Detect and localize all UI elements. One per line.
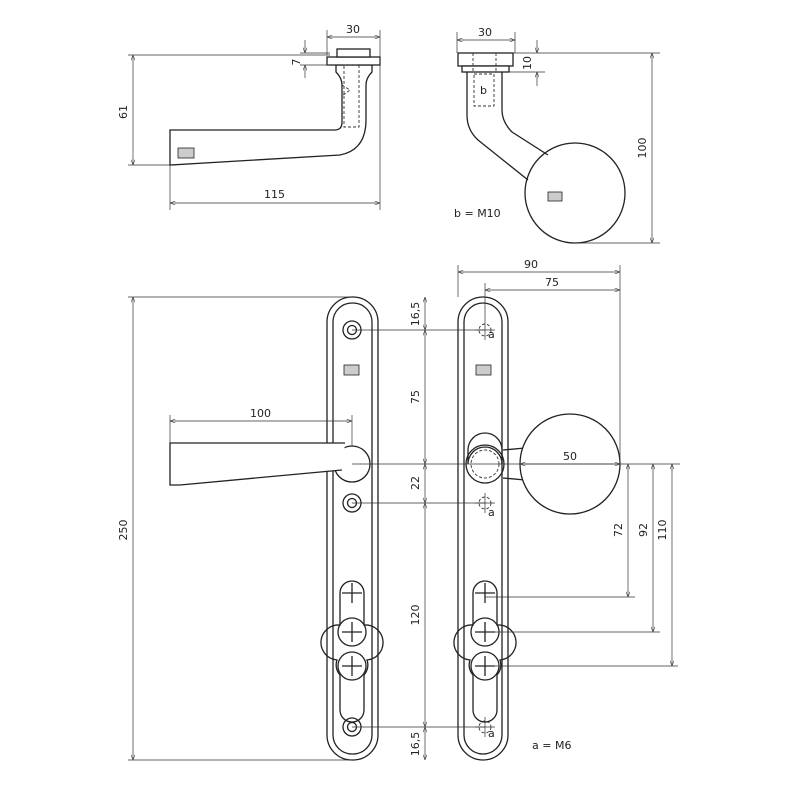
screw-marker-a: a	[488, 506, 495, 519]
dim-bottom-hole: 16,5	[409, 732, 422, 757]
dim-upper: 75	[409, 390, 422, 404]
dim-cylinder-3: 110	[656, 520, 669, 541]
lever-handle	[169, 442, 345, 486]
screw-marker-a: a	[488, 727, 495, 740]
screw-note: a = M6	[532, 739, 571, 752]
dim-knob-rosette: 10	[521, 56, 534, 70]
dim-knob-width: 30	[478, 26, 492, 39]
plate-view: a a a 250 100 16,5 75 22 120 16,5 90 75 …	[117, 258, 680, 761]
dim-knob-diameter: 50	[563, 450, 577, 463]
screw-marker-a: a	[488, 328, 495, 341]
dim-knob-height: 100	[636, 138, 649, 159]
dim-lever-height: 61	[117, 105, 130, 119]
dim-lever-rosette: 7	[290, 59, 303, 66]
brand-logo-icon	[475, 364, 492, 376]
dim-lever-length: 115	[264, 188, 285, 201]
dim-lever-length-plate: 100	[250, 407, 271, 420]
brand-logo-icon	[177, 147, 195, 159]
lever-side-view: 30 7 61 115	[117, 23, 381, 210]
dim-top-hole: 16,5	[409, 302, 422, 327]
dim-total-height: 250	[117, 520, 130, 541]
dim-spindle-screw: 22	[409, 476, 422, 490]
knob-plate	[457, 296, 509, 761]
thread-marker-b: b	[480, 84, 487, 97]
brand-logo-icon	[547, 191, 563, 202]
dim-knob-inner: 75	[545, 276, 559, 289]
dim-cylinder-2: 92	[637, 523, 650, 537]
dim-lower: 120	[409, 605, 422, 626]
lever-plate	[326, 296, 379, 761]
dim-lever-width: 30	[346, 23, 360, 36]
knob-side-view: b 30 10 100 b = M10	[454, 26, 660, 244]
dim-cylinder-1: 72	[612, 523, 625, 537]
thread-note: b = M10	[454, 207, 501, 220]
brand-logo-icon	[343, 364, 360, 376]
dim-knob-offset: 90	[524, 258, 538, 271]
